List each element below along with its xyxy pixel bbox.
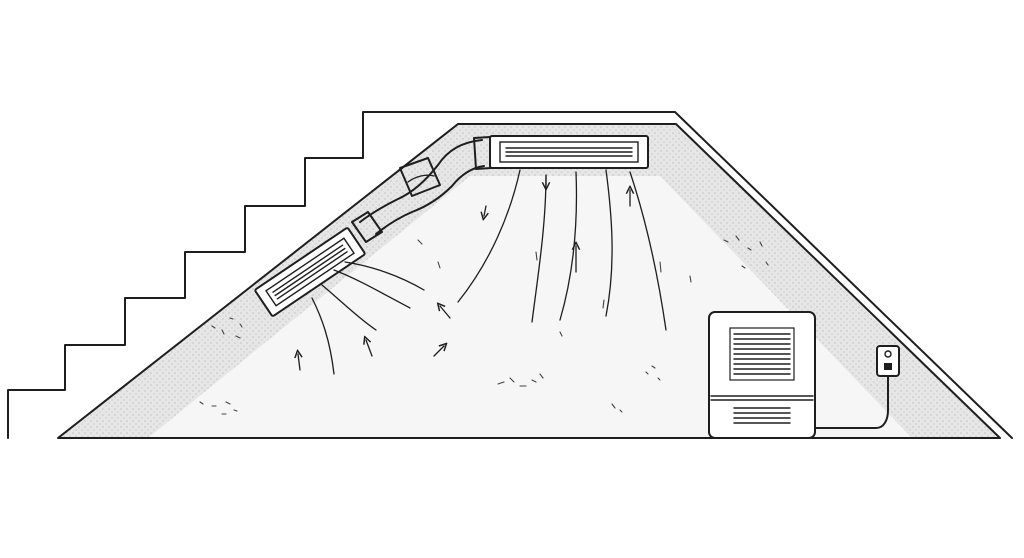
dehumidifier-top-grille xyxy=(729,327,795,381)
airflow-from-ceiling-vent xyxy=(457,169,667,331)
dehumidifier-bottom-grille xyxy=(733,407,791,424)
duct-elbow-band xyxy=(399,157,441,197)
wall-return-vent xyxy=(254,227,366,317)
duct-collar-bottom xyxy=(351,211,383,243)
ceiling-supply-vent xyxy=(489,135,649,169)
attic-room xyxy=(57,123,1001,439)
flex-duct xyxy=(351,136,492,243)
dust-specks xyxy=(199,235,769,415)
staircase-outline xyxy=(7,111,1013,439)
power-outlet-icon xyxy=(876,345,900,377)
power-cord xyxy=(814,375,889,429)
dehumidifier-unit xyxy=(708,311,816,439)
airflow-to-wall-vent xyxy=(298,205,486,375)
